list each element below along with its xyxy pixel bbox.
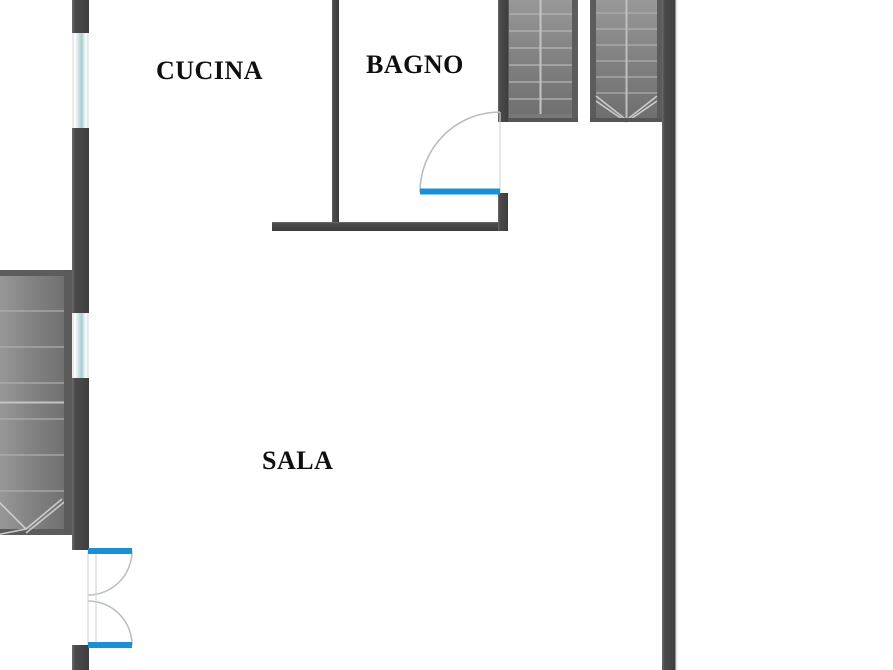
sala-entry-door <box>87 548 133 648</box>
bagno-east-wall <box>498 0 508 231</box>
bagno-door <box>419 111 501 195</box>
shutter-chevron-icon <box>0 498 69 536</box>
shutter-top-right <box>590 0 663 123</box>
left-window-upper <box>72 33 89 128</box>
room-label-cucina: CUCINA <box>156 56 263 85</box>
partition-cucina-bagno <box>332 0 339 230</box>
shutter-left-side <box>0 270 72 536</box>
room-label-sala: SALA <box>262 446 334 475</box>
door-leaf-lower <box>88 642 132 648</box>
bagno-south-wall <box>272 222 508 231</box>
left-exterior-wall <box>72 0 89 670</box>
shutter-top-left <box>503 0 578 122</box>
door-leaf-upper <box>88 548 132 554</box>
left-window-lower <box>72 313 89 378</box>
room-label-bagno: BAGNO <box>366 50 464 79</box>
right-exterior-wall <box>662 0 678 670</box>
